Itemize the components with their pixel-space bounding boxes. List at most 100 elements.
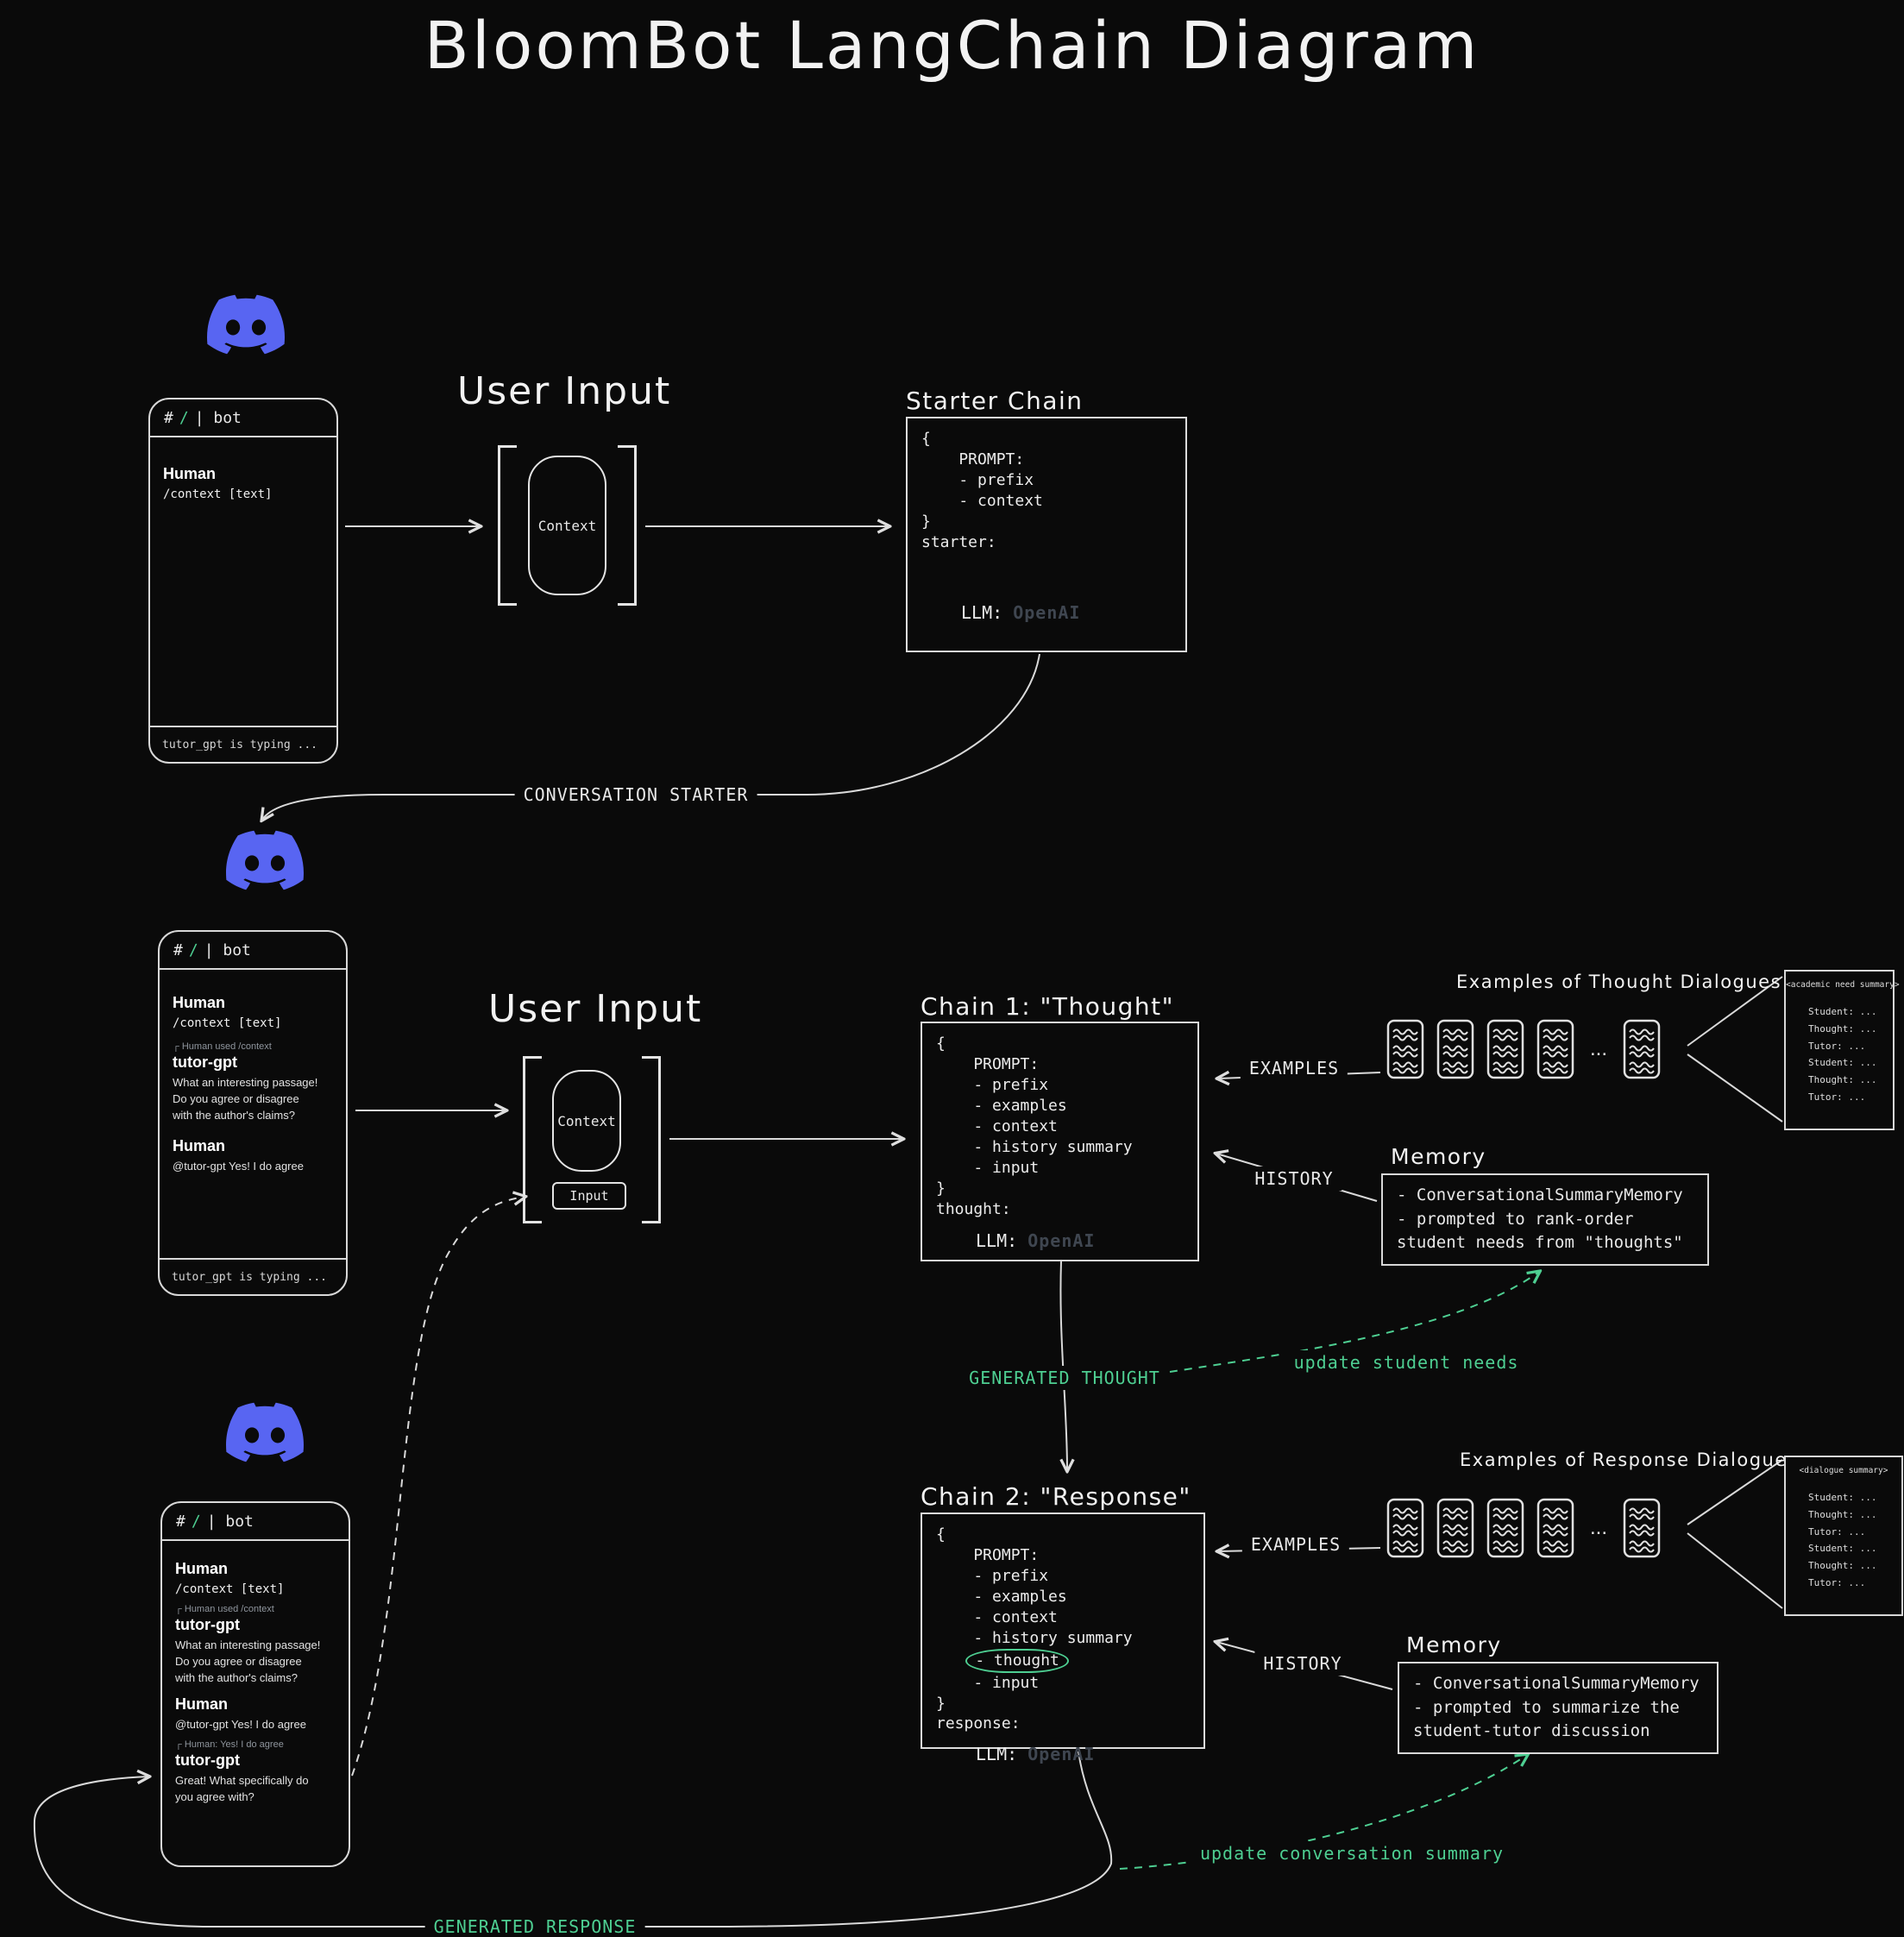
doc-icon xyxy=(1623,1019,1661,1079)
message-list: Human /context [text] ┌ Human used /cont… xyxy=(160,970,346,1174)
message-author: tutor-gpt xyxy=(175,1616,240,1633)
chain2-code-top: { PROMPT: - prefix - examples - context … xyxy=(936,1525,1133,1647)
message-author: tutor-gpt xyxy=(173,1053,237,1071)
context-command: /context [text] xyxy=(175,1582,285,1596)
starter-chain-label: Starter Chain xyxy=(906,387,1084,415)
response-dialogue-docs: ... xyxy=(1386,1498,1661,1558)
discord-phone-1: # ∕ | bot Human /context [text] tutor_gpt… xyxy=(148,398,338,764)
chain2-code-bottom: - input } response: xyxy=(936,1673,1040,1733)
doc-icon xyxy=(1536,1498,1574,1558)
fan-line-thought-bottom xyxy=(1687,1053,1783,1123)
message-list: Human /context [text] xyxy=(150,437,336,501)
channel-name: | bot xyxy=(206,1512,254,1531)
update-student-needs-label: update student needs xyxy=(1285,1350,1528,1374)
hash-icon: # xyxy=(176,1512,185,1531)
channel-name: | bot xyxy=(204,940,251,959)
thought-highlight: - thought xyxy=(965,1648,1069,1673)
memory2-box: - ConversationalSummaryMemory - prompted… xyxy=(1398,1662,1719,1754)
examples-thought-label: Examples of Thought Dialogues xyxy=(1456,972,1782,992)
page-title: BloomBot LangChain Diagram xyxy=(424,7,1480,84)
dashed-response-to-input xyxy=(351,1197,525,1777)
examples-response-label: Examples of Response Dialogues xyxy=(1460,1450,1799,1470)
discord-logo-icon xyxy=(226,1402,304,1462)
ellipsis: ... xyxy=(1590,1037,1608,1060)
user-input-heading-1: User Input xyxy=(457,369,672,413)
chain1-code: { PROMPT: - prefix - examples - context … xyxy=(936,1035,1133,1218)
reply-reference: ┌ Human used /context xyxy=(173,1041,272,1052)
context-command: /context [text] xyxy=(173,1016,282,1030)
examples-label-1: EXAMPLES xyxy=(1240,1056,1348,1080)
channel-header: # ∕ | bot xyxy=(162,1503,349,1541)
message-author: Human xyxy=(173,994,226,1011)
message-author: Human xyxy=(163,465,217,482)
discord-logo-icon xyxy=(207,294,285,355)
message-list: Human /context [text] ┌ Human used /cont… xyxy=(162,1541,349,1806)
message-author: tutor-gpt xyxy=(175,1751,240,1770)
chain1-label: Chain 1: "Thought" xyxy=(921,992,1175,1021)
context-capsule-1: Context xyxy=(528,456,606,595)
right-bracket xyxy=(642,1056,661,1223)
update-conversation-summary-label: update conversation summary xyxy=(1191,1841,1513,1865)
memory2-label: Memory xyxy=(1406,1632,1502,1657)
left-bracket xyxy=(498,445,517,606)
dialogue-summary-box: <dialogue summary> Student: ... Thought:… xyxy=(1784,1456,1903,1616)
llm-line: LLM: OpenAI xyxy=(976,1230,1096,1252)
reply-reference: ┌ Human used /context xyxy=(175,1604,274,1614)
summary-body: Student: ... Thought: ... Tutor: ... Stu… xyxy=(1808,1492,1877,1588)
generated-response-label: GENERATED RESPONSE xyxy=(424,1915,645,1937)
summary-header: <dialogue summary> xyxy=(1799,1466,1888,1475)
channel-header: # ∕ | bot xyxy=(150,399,336,437)
typing-indicator: tutor_gpt is typing ... xyxy=(160,1258,346,1294)
doc-icon xyxy=(1536,1019,1574,1079)
generated-thought-label: GENERATED THOUGHT xyxy=(960,1366,1169,1390)
starter-chain-code: { PROMPT: - prefix - context } starter: xyxy=(921,430,1043,551)
history-label-1: HISTORY xyxy=(1246,1167,1342,1191)
discord-phone-2: #∕ | bot Human /context [text] ┌ Human u… xyxy=(158,930,348,1296)
starter-chain-box: { PROMPT: - prefix - context } starter: … xyxy=(906,417,1187,652)
hash-icon: # xyxy=(173,940,183,959)
message-author: Human xyxy=(175,1695,229,1713)
conversation-starter-label: CONVERSATION STARTER xyxy=(514,783,757,807)
llm-provider: OpenAI xyxy=(1013,601,1081,623)
message-text: @tutor-gpt Yes! I do agree xyxy=(175,1717,306,1731)
message-text: @tutor-gpt Yes! I do agree xyxy=(173,1159,304,1173)
doc-icon xyxy=(1486,1019,1524,1079)
doc-icon xyxy=(1486,1498,1524,1558)
slash-icon: ∕ xyxy=(191,1512,201,1531)
academic-need-summary-box: <academic need summary> Student: ... Tho… xyxy=(1784,970,1900,1130)
ellipsis: ... xyxy=(1590,1516,1608,1539)
llm-provider: OpenAI xyxy=(1027,1230,1096,1252)
llm-line: LLM: OpenAI xyxy=(976,1744,1096,1765)
chain2-box: { PROMPT: - prefix - examples - context … xyxy=(921,1512,1205,1764)
examples-label-2: EXAMPLES xyxy=(1241,1532,1350,1557)
slash-icon: ∕ xyxy=(179,408,189,427)
history-label-2: HISTORY xyxy=(1254,1651,1351,1676)
message-text: Great! What specifically do you agree wi… xyxy=(175,1774,309,1804)
discord-logo-icon xyxy=(226,830,304,890)
chain2-thought-line: - thought xyxy=(936,1648,1190,1673)
context-capsule-2: Context xyxy=(552,1070,621,1172)
input-box: Input xyxy=(552,1182,626,1210)
message-text: What an interesting passage! Do you agre… xyxy=(175,1638,321,1684)
message-text: What an interesting passage! Do you agre… xyxy=(173,1076,318,1122)
doc-icon xyxy=(1436,1498,1474,1558)
doc-icon xyxy=(1623,1498,1661,1558)
channel-name: | bot xyxy=(194,408,242,427)
doc-icon xyxy=(1386,1019,1424,1079)
summary-body: Student: ... Thought: ... Tutor: ... Stu… xyxy=(1808,1006,1877,1103)
chain1-box: { PROMPT: - prefix - examples - context … xyxy=(921,1022,1199,1261)
user-input-heading-2: User Input xyxy=(488,987,703,1031)
memory1-box: - ConversationalSummaryMemory - prompted… xyxy=(1381,1173,1709,1266)
right-bracket xyxy=(618,445,637,606)
typing-indicator: tutor_gpt is typing ... xyxy=(150,726,336,762)
chain2-label: Chain 2: "Response" xyxy=(921,1482,1191,1511)
fan-line-response-bottom xyxy=(1687,1532,1783,1609)
thought-dialogue-docs: ... xyxy=(1386,1019,1661,1079)
doc-icon xyxy=(1436,1019,1474,1079)
context-command: /context [text] xyxy=(163,487,273,501)
memory1-label: Memory xyxy=(1391,1144,1486,1169)
channel-header: #∕ | bot xyxy=(160,932,346,970)
hash-icon: # xyxy=(164,408,173,427)
message-author: Human xyxy=(175,1560,229,1577)
